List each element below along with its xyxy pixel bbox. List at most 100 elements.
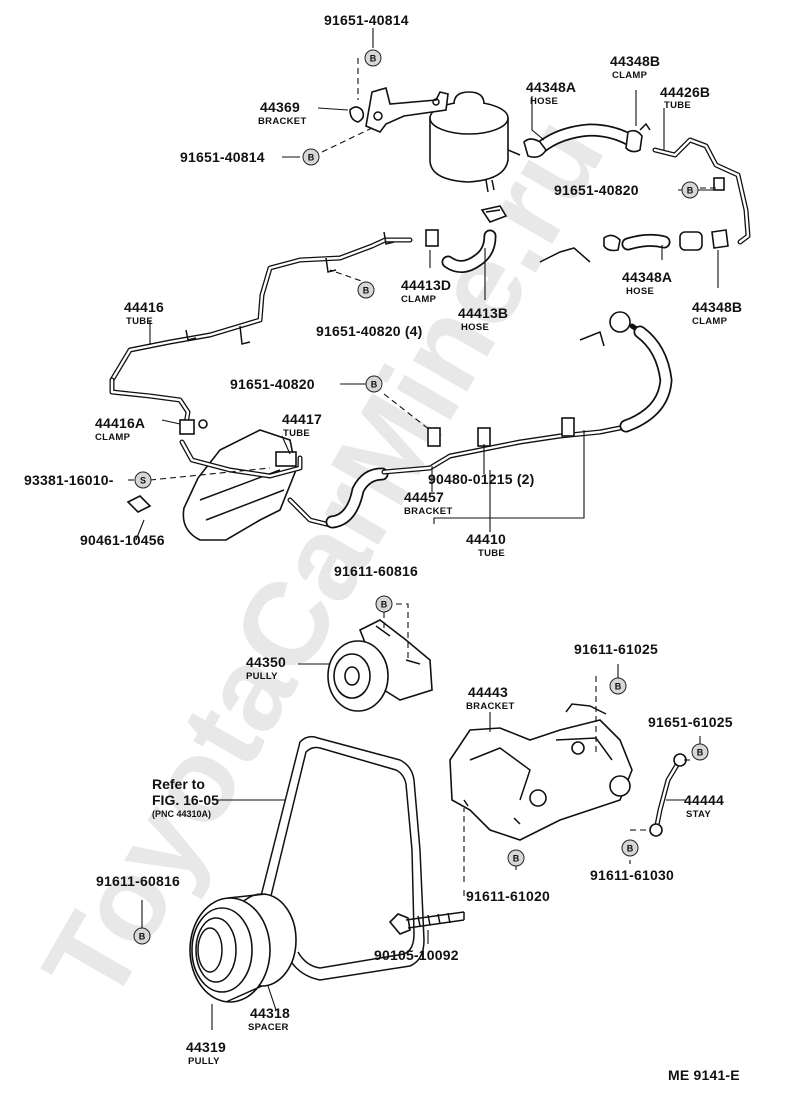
- gear-box-drawing: [126, 429, 303, 541]
- svg-text:(PNC 44310A): (PNC 44310A): [152, 809, 211, 819]
- svg-text:91651-61025: 91651-61025: [648, 714, 733, 730]
- part-label-90105-10092: 90105-10092: [374, 947, 459, 963]
- upper-right-tube-drawing: [652, 137, 751, 245]
- svg-text:44417: 44417: [282, 411, 322, 427]
- svg-text:44413D: 44413D: [401, 277, 451, 293]
- part-label-91651-40820-4: 91651-40820 (4): [316, 323, 423, 339]
- svg-text:91651-40820: 91651-40820: [230, 376, 315, 392]
- stay-44444-drawing: [649, 753, 687, 837]
- upper-hose-drawing: [523, 122, 651, 158]
- bolt-symbol-b: B: [364, 49, 382, 67]
- part-label-91651-40820: 91651-40820: [554, 182, 639, 198]
- svg-text:SPACER: SPACER: [248, 1022, 289, 1033]
- part-label-90461-10456: 90461-10456: [80, 532, 165, 548]
- part-label-44348a: 44348A HOSE: [622, 269, 672, 297]
- svg-text:PULLY: PULLY: [246, 671, 278, 682]
- svg-text:BRACKET: BRACKET: [404, 506, 453, 517]
- svg-text:B: B: [370, 54, 377, 64]
- part-label-91651-40814: 91651-40814: [324, 12, 409, 28]
- svg-text:TUBE: TUBE: [126, 316, 153, 327]
- svg-text:91611-61020: 91611-61020: [466, 888, 550, 904]
- pulley-44319-drawing: [189, 893, 297, 1003]
- svg-text:91611-61030: 91611-61030: [590, 867, 674, 883]
- svg-text:B: B: [371, 380, 378, 390]
- svg-text:44369: 44369: [260, 99, 300, 115]
- svg-text:B: B: [615, 682, 622, 692]
- bolt-symbol-b: B: [302, 148, 320, 166]
- part-label-91651-40814: 91651-40814: [180, 149, 265, 165]
- part-label-91611-61030: 91611-61030: [590, 867, 674, 883]
- svg-text:44348B: 44348B: [692, 299, 742, 315]
- bolt-symbol-b: B: [621, 839, 639, 857]
- svg-text:91651-40814: 91651-40814: [324, 12, 409, 28]
- tube-44410-drawing: [287, 247, 673, 529]
- svg-text:44410: 44410: [466, 531, 506, 547]
- tube-44416-drawing: [109, 229, 439, 427]
- svg-text:44443: 44443: [468, 684, 508, 700]
- svg-text:BRACKET: BRACKET: [258, 116, 307, 127]
- svg-text:CLAMP: CLAMP: [95, 432, 131, 443]
- svg-text:B: B: [687, 186, 694, 196]
- svg-text:BRACKET: BRACKET: [466, 701, 515, 712]
- part-label-91611-60816: 91611-60816: [334, 563, 418, 579]
- hose-44413b-drawing: [441, 229, 497, 273]
- part-label-44457: 44457 BRACKET: [404, 489, 453, 517]
- svg-text:Refer to: Refer to: [152, 776, 205, 792]
- figure-code: ME 9141-E: [668, 1067, 740, 1083]
- svg-text:44457: 44457: [404, 489, 444, 505]
- svg-text:91651-40814: 91651-40814: [180, 149, 265, 165]
- part-label-44318: 44318 SPACER: [248, 1005, 290, 1033]
- clamp-44416a-drawing: [179, 419, 208, 435]
- bolt-symbol-b: B: [507, 849, 525, 867]
- svg-text:TUBE: TUBE: [478, 548, 505, 559]
- part-label-44348a: 44348A HOSE: [526, 79, 576, 107]
- svg-text:CLAMP: CLAMP: [612, 70, 648, 81]
- part-label-91611-61025: 91611-61025: [574, 641, 658, 657]
- bolt-symbol-b: B: [681, 181, 699, 199]
- svg-text:44348A: 44348A: [622, 269, 672, 285]
- svg-text:CLAMP: CLAMP: [401, 294, 437, 305]
- svg-text:91611-60816: 91611-60816: [96, 873, 180, 889]
- svg-text:B: B: [363, 286, 370, 296]
- part-label-93381-16010: 93381-16010-: [24, 472, 114, 488]
- part-label-91611-60816: 91611-60816: [96, 873, 180, 889]
- svg-text:44319: 44319: [186, 1039, 226, 1055]
- part-label-44348b: 44348B CLAMP: [610, 53, 660, 81]
- svg-text:44444: 44444: [684, 792, 724, 808]
- pulley-44350-drawing: [327, 619, 433, 712]
- svg-text:B: B: [627, 844, 634, 854]
- bolt-symbol-b: B: [365, 375, 383, 393]
- part-label-91611-61020: 91611-61020: [466, 888, 550, 904]
- svg-text:44348B: 44348B: [610, 53, 660, 69]
- leader-lines: [128, 28, 719, 1030]
- part-label-44350: 44350 PULLY: [246, 654, 286, 682]
- svg-text:HOSE: HOSE: [626, 286, 654, 297]
- svg-text:44350: 44350: [246, 654, 286, 670]
- bolt-symbol-b: B: [691, 743, 709, 761]
- reference-note: Refer to FIG. 16-05 (PNC 44310A): [152, 776, 219, 819]
- part-label-44369: 44369 BRACKET: [258, 99, 307, 127]
- bolt-symbol-b: B: [133, 927, 151, 945]
- svg-text:PULLY: PULLY: [188, 1056, 220, 1067]
- svg-text:44416: 44416: [124, 299, 164, 315]
- small-clamp-drawing: [480, 205, 508, 223]
- svg-text:HOSE: HOSE: [530, 96, 558, 107]
- svg-text:44318: 44318: [250, 1005, 290, 1021]
- reservoir-tank-drawing: [429, 91, 521, 193]
- svg-text:91651-40820: 91651-40820: [554, 182, 639, 198]
- svg-text:B: B: [308, 153, 315, 163]
- svg-text:90480-01215 (2): 90480-01215 (2): [428, 471, 535, 487]
- svg-text:44348A: 44348A: [526, 79, 576, 95]
- svg-text:B: B: [139, 932, 146, 942]
- part-label-44443: 44443 BRACKET: [466, 684, 515, 712]
- pump-bracket-drawing: [449, 703, 633, 841]
- svg-text:90105-10092: 90105-10092: [374, 947, 459, 963]
- part-label-44348b: 44348B CLAMP: [692, 299, 742, 327]
- svg-text:91651-40820 (4): 91651-40820 (4): [316, 323, 423, 339]
- bolt-90105-drawing: [388, 911, 465, 935]
- part-label-44444: 44444 STAY: [684, 792, 724, 820]
- svg-text:91611-61025: 91611-61025: [574, 641, 658, 657]
- part-label-44416a: 44416A CLAMP: [95, 415, 145, 443]
- bolt-symbol-b: B: [375, 595, 393, 613]
